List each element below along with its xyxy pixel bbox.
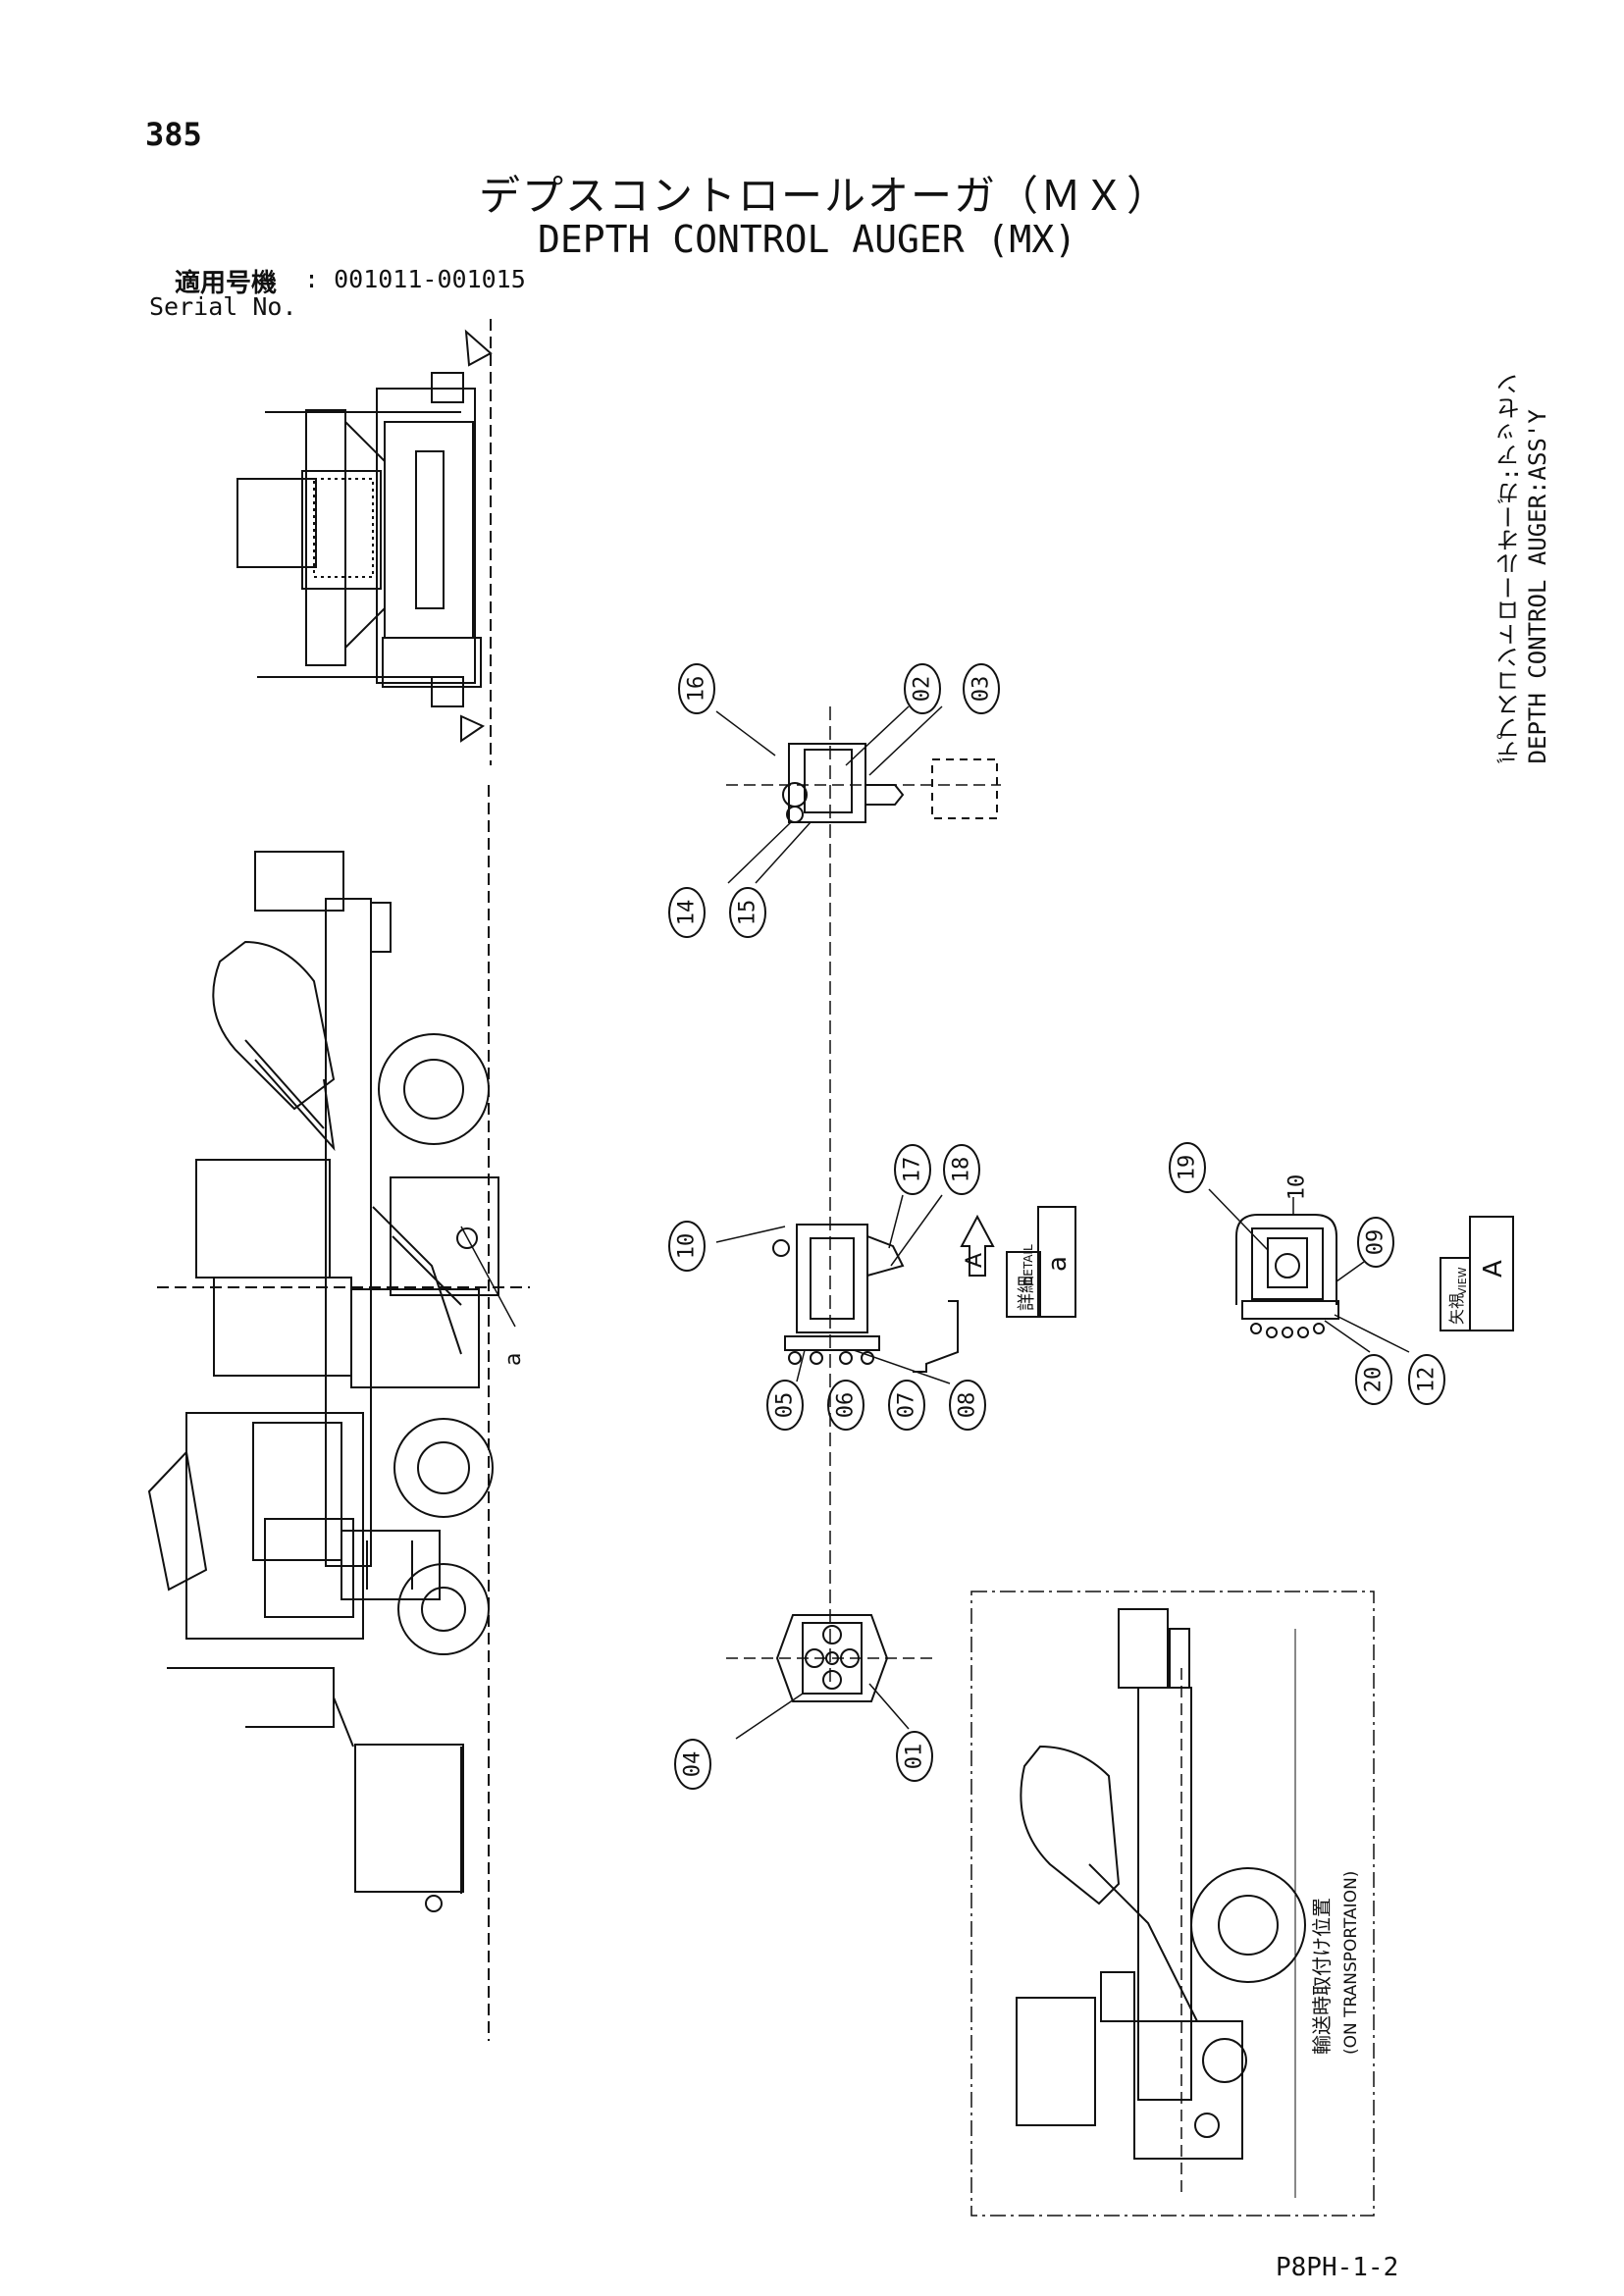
transport-label: 輸送時取付け位置 (ON TRANSPORTAION) <box>1310 1871 1361 2055</box>
callout-17: 17 <box>894 1144 931 1195</box>
detail-label-box: 詳細 DETAIL a <box>1006 1206 1076 1318</box>
callout-07: 07 <box>888 1380 925 1431</box>
serial-range: : 001011-001015 <box>304 265 526 293</box>
callout-01: 01 <box>896 1731 933 1782</box>
callout-16: 16 <box>678 663 715 714</box>
view-label-box: 矢視 VIEW A <box>1440 1216 1514 1331</box>
svg-text:20: 20 <box>1362 1367 1387 1393</box>
detail-marker: a <box>501 1353 526 1366</box>
svg-text:矢視: 矢視 <box>1447 1293 1466 1325</box>
svg-text:03: 03 <box>969 676 994 703</box>
svg-text:DETAIL: DETAIL <box>1022 1244 1035 1285</box>
svg-text:19: 19 <box>1176 1155 1200 1181</box>
svg-text:06: 06 <box>834 1392 859 1419</box>
assembly-top <box>715 705 1001 884</box>
callout-12: 12 <box>1408 1354 1445 1405</box>
svg-text:詳細: 詳細 <box>1017 1276 1037 1311</box>
callout-20: 20 <box>1355 1354 1392 1405</box>
callout-06: 06 <box>827 1380 864 1431</box>
svg-text:14: 14 <box>675 900 700 926</box>
svg-text:A: A <box>1479 1260 1508 1278</box>
callout-03: 03 <box>963 663 1000 714</box>
title-english: DEPTH CONTROL AUGER (MX) <box>538 218 1077 261</box>
callout-09: 09 <box>1357 1217 1394 1268</box>
assembly-bottom <box>726 1614 932 1740</box>
svg-text:16: 16 <box>685 676 709 703</box>
svg-text:A: A <box>963 1253 987 1268</box>
svg-text:12: 12 <box>1415 1367 1440 1393</box>
machine-side-view <box>147 785 530 2041</box>
svg-text:18: 18 <box>950 1157 974 1183</box>
svg-text:08: 08 <box>956 1392 980 1419</box>
svg-text:a: a <box>501 1353 526 1366</box>
svg-text:VIEW: VIEW <box>1456 1267 1469 1295</box>
svg-text:a: a <box>1043 1256 1073 1272</box>
title-japanese: デプスコントロールオーガ（ＭＸ） <box>479 172 1171 220</box>
callout-04: 04 <box>674 1739 711 1790</box>
svg-text:01: 01 <box>903 1744 927 1770</box>
svg-text:(ON TRANSPORTAION): (ON TRANSPORTAION) <box>1341 1871 1361 2055</box>
assembly-middle <box>715 1194 995 1384</box>
callout-18: 18 <box>943 1144 980 1195</box>
callout-10-middle: 10 <box>668 1221 706 1272</box>
page-number: 385 <box>145 116 202 153</box>
svg-text:09: 09 <box>1364 1229 1388 1256</box>
transport-position-inset <box>970 1591 1375 2217</box>
drawing-code: P8PH-1-2 <box>1276 2253 1399 2282</box>
serial-label-japanese: 適用号機 <box>175 269 278 298</box>
callout-10-right: 10 <box>1285 1174 1310 1201</box>
svg-text:15: 15 <box>736 900 760 926</box>
view-arrow-a: A <box>963 1253 987 1268</box>
svg-text:02: 02 <box>911 676 935 703</box>
svg-text:10: 10 <box>675 1233 700 1260</box>
svg-text:07: 07 <box>895 1392 919 1419</box>
machine-top-view <box>236 319 493 765</box>
assembly-right <box>1208 1188 1410 1353</box>
svg-text:17: 17 <box>901 1157 925 1183</box>
callout-02: 02 <box>904 663 941 714</box>
callout-05: 05 <box>766 1380 804 1431</box>
svg-text:04: 04 <box>681 1751 706 1778</box>
callout-14: 14 <box>668 887 706 938</box>
svg-text:輸送時取付け位置: 輸送時取付け位置 <box>1310 1898 1334 2055</box>
callout-08: 08 <box>949 1380 986 1431</box>
callout-19: 19 <box>1169 1142 1206 1193</box>
serial-label-english: Serial No. <box>149 292 297 321</box>
svg-text:05: 05 <box>773 1392 798 1419</box>
callout-15: 15 <box>729 887 766 938</box>
svg-text:10: 10 <box>1285 1174 1310 1201</box>
